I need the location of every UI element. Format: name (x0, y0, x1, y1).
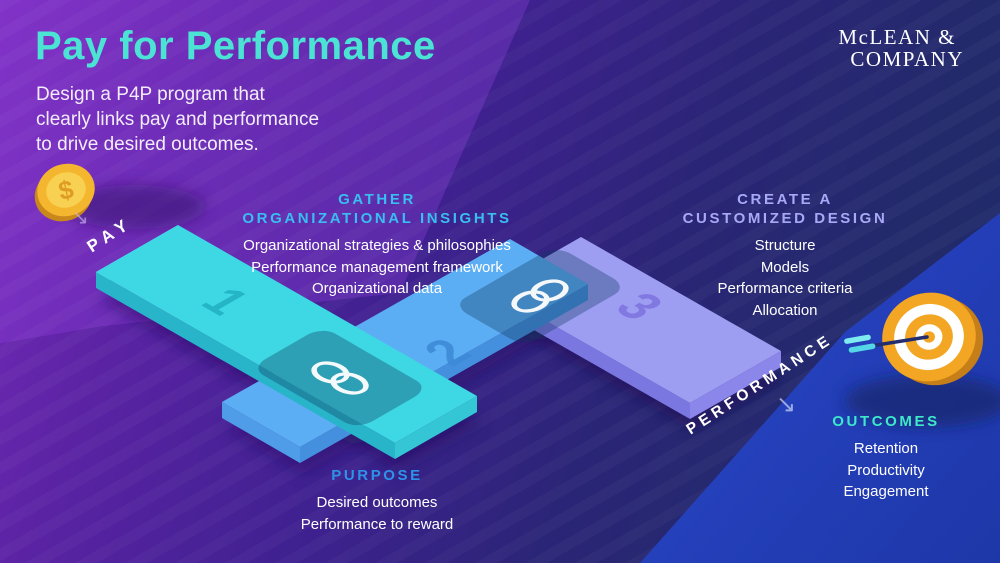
subtitle-line: clearly links pay and performance (36, 109, 320, 130)
heading-line: CUSTOMIZED DESIGN (682, 210, 888, 227)
list-item: Performance to reward (300, 515, 454, 533)
company-logo: McLEAN & COMPANY (838, 26, 964, 70)
section-gather-insights: GATHER ORGANIZATIONAL INSIGHTS Organizat… (207, 190, 547, 300)
list-item: Productivity (847, 461, 925, 479)
list-item: Performance criteria (717, 280, 853, 297)
list-item: Organizational strategies & philosophies (243, 237, 511, 254)
list-item: Organizational data (311, 280, 443, 297)
list-item: Retention (853, 440, 919, 457)
dart-icon (844, 334, 929, 353)
performance-arrow-icon: ↘ (776, 391, 796, 418)
subtitle-line: to drive desired outcomes. (36, 134, 259, 155)
section-heading: CREATE A CUSTOMIZED DESIGN (625, 190, 945, 228)
page-title: Pay for Performance (35, 24, 436, 68)
link-plate-1 (258, 330, 422, 426)
heading-line: CREATE A (737, 191, 833, 208)
link-plate-2 (460, 249, 620, 343)
pay-arrow-icon: ↘ (72, 207, 89, 229)
section-heading: OUTCOMES (832, 413, 940, 430)
list-item: Structure (754, 237, 816, 254)
list-item: Desired outcomes (316, 494, 438, 511)
dollar-symbol: $ (56, 174, 77, 206)
section-outcomes: OUTCOMES Retention Productivity Engageme… (796, 412, 976, 503)
heading-line: GATHER (338, 191, 416, 208)
logo-line-2: COMPANY (850, 47, 964, 71)
target-icon (882, 292, 984, 386)
chain-link-icon (311, 361, 369, 395)
list-item: Allocation (752, 301, 818, 319)
list-item: Performance management framework (251, 258, 503, 276)
logo-line-1: McLEAN & (838, 25, 956, 49)
subtitle-line: Design a P4P program that (36, 84, 265, 105)
section-heading: PURPOSE (331, 467, 423, 484)
page-subtitle: Design a P4P program that clearly links … (36, 82, 319, 157)
chain-link-icon (511, 279, 569, 313)
section-heading: GATHER ORGANIZATIONAL INSIGHTS (207, 190, 547, 228)
section-customized-design: CREATE A CUSTOMIZED DESIGN Structure Mod… (625, 190, 945, 321)
step-bar-1 (96, 225, 477, 459)
list-item: Models (760, 258, 810, 276)
coin-icon: $ (34, 163, 95, 222)
list-item: Engagement (843, 483, 929, 500)
heading-line: ORGANIZATIONAL INSIGHTS (242, 210, 512, 227)
section-purpose: PURPOSE Desired outcomes Performance to … (267, 466, 487, 535)
